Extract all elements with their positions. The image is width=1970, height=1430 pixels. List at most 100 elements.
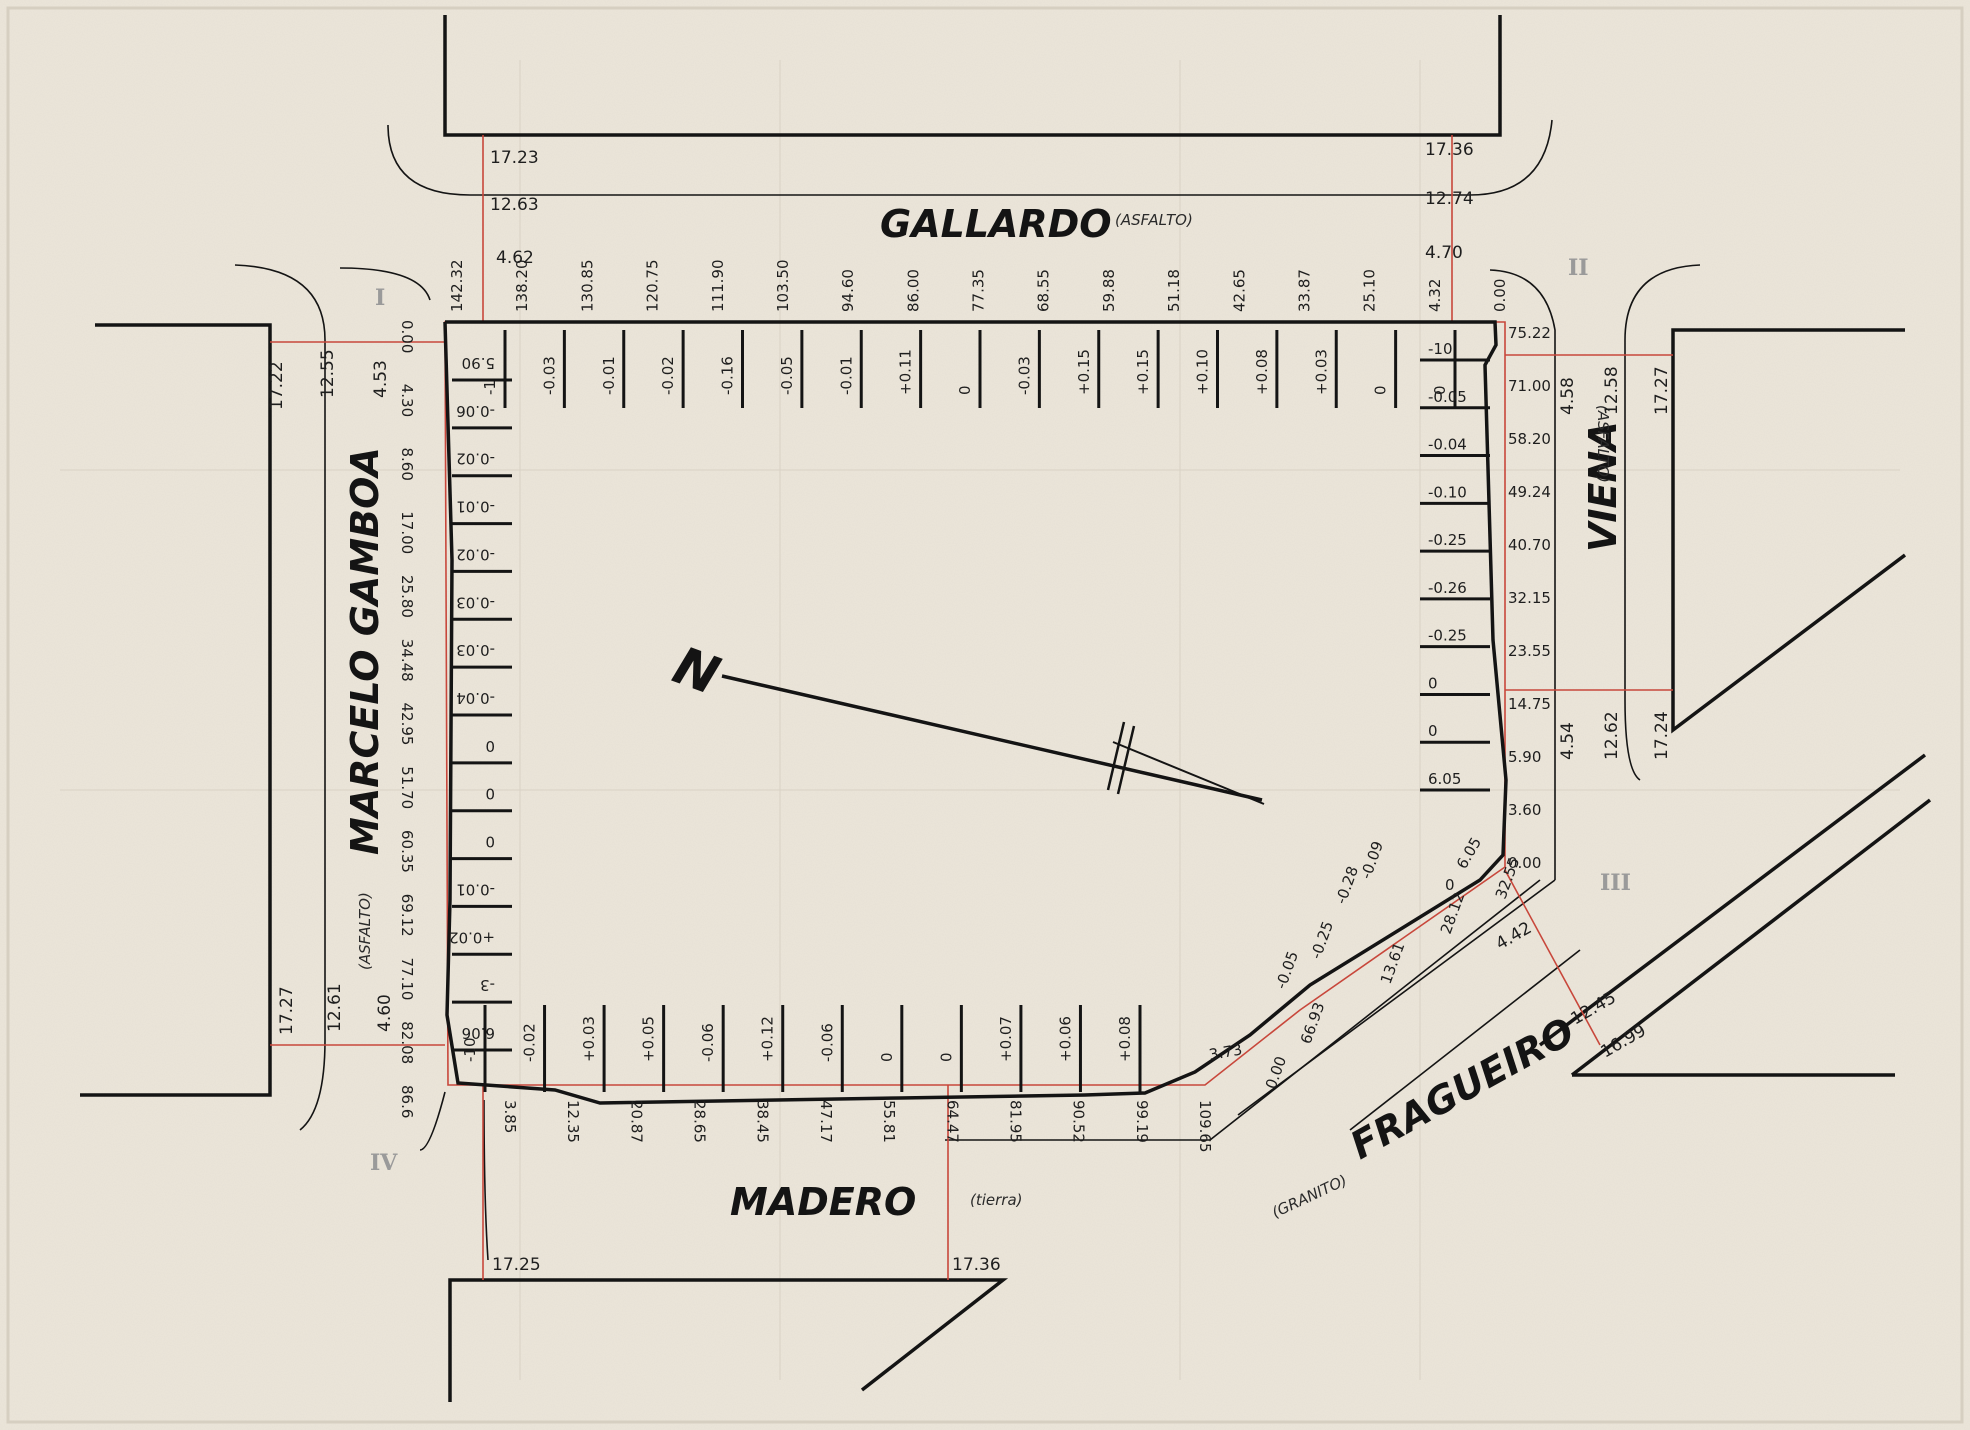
sidewalk-ne xyxy=(1489,269,1556,880)
curb-east xyxy=(1624,264,1701,781)
street-surface-gallardo: (ASFALTO) xyxy=(1115,211,1193,229)
street-surface-marcelo-gamboa: (ASFALTO) xyxy=(356,892,374,970)
block-north xyxy=(443,15,1502,137)
block-west xyxy=(80,323,272,1097)
width-right-top: 12.58 xyxy=(1602,366,1622,415)
top-chainage-label: 25.10 xyxy=(1361,269,1379,312)
top-level-label: -0.03 xyxy=(540,356,558,395)
right-level-label: -10 xyxy=(1428,340,1453,358)
street-name-gallardo: GALLARDO xyxy=(880,202,1112,246)
bottom-level-label: +0.06 xyxy=(1056,1016,1074,1062)
width-top-right: 12.74 xyxy=(1425,189,1474,209)
diagonal-label: 3.73 xyxy=(1208,1040,1244,1064)
top-level-label: 0 xyxy=(956,385,974,395)
top-level-label: -0.05 xyxy=(778,356,796,395)
right-chainage-label: 5.90 xyxy=(1508,748,1541,766)
top-chainage-label: 0.00 xyxy=(1491,279,1509,312)
bottom-chainage-label: 3.85 xyxy=(501,1100,519,1133)
left-chainage-label: 77.10 xyxy=(398,958,416,1001)
right-chainage-label: 14.75 xyxy=(1508,695,1551,713)
sidewalk-sw xyxy=(419,1091,446,1151)
curb-north xyxy=(387,119,1553,196)
sidewalk-lines xyxy=(339,267,1581,1151)
curbs xyxy=(234,119,1701,1261)
bottom-chainage-label: 109.65 xyxy=(1196,1100,1214,1153)
left-level-label: -0.01 xyxy=(456,498,495,516)
diagonal-label: 0 xyxy=(1445,876,1455,894)
left-level-label: 5.90 xyxy=(462,354,495,372)
right-chainage-label: 23.55 xyxy=(1508,642,1551,660)
right-chainage-label: 75.22 xyxy=(1508,324,1551,342)
block-south xyxy=(448,1278,1009,1402)
neighbor-blocks xyxy=(80,15,1932,1402)
width-left-top: 4.53 xyxy=(371,360,391,398)
corner-label-ii: II xyxy=(1568,255,1589,281)
bottom-level-label: +0.12 xyxy=(759,1016,777,1062)
width-bottom-left: 17.25 xyxy=(492,1255,541,1275)
top-level-label: +0.15 xyxy=(1134,349,1152,395)
bottom-level-label: +0.08 xyxy=(1116,1016,1134,1062)
width-top-right: 4.70 xyxy=(1425,243,1463,263)
right-level-label: -0.26 xyxy=(1428,579,1467,597)
left-level-label: -0.04 xyxy=(456,689,495,707)
left-chainage-label: 60.35 xyxy=(398,830,416,873)
right-chainage-label: 0.00 xyxy=(1508,854,1541,872)
bottom-level-label: -10 xyxy=(461,1038,479,1063)
width-right-bottom: 12.62 xyxy=(1602,711,1622,760)
left-chainage-label: 69.12 xyxy=(398,894,416,937)
street-name-viena: VIENA xyxy=(1581,421,1625,552)
top-chainage-label: 59.88 xyxy=(1100,269,1118,312)
left-level-label: -0.01 xyxy=(456,880,495,898)
top-chainage-label: 130.85 xyxy=(578,260,596,313)
top-chainage-label: 94.60 xyxy=(839,269,857,312)
left-chainage-label: 86.6 xyxy=(398,1085,416,1118)
paper-edge xyxy=(6,6,1964,1424)
bottom-level-label: -0.06 xyxy=(818,1023,836,1062)
top-chainage-label: 51.18 xyxy=(1165,269,1183,312)
bottom-chainage-label: 64.47 xyxy=(943,1100,961,1143)
width-left-top: 17.22 xyxy=(267,361,287,410)
width-left-bottom: 12.61 xyxy=(325,983,345,1032)
left-level-label: -0.02 xyxy=(456,450,495,468)
bottom-level-label: 0 xyxy=(937,1052,955,1062)
right-level-label: -0.25 xyxy=(1428,627,1467,645)
right-level-label: -0.10 xyxy=(1428,483,1467,501)
top-level-label: -0.02 xyxy=(659,356,677,395)
right-chainage-label: 32.15 xyxy=(1508,589,1551,607)
sidewalk-nw xyxy=(339,267,431,301)
width-left-top: 12.55 xyxy=(318,349,338,398)
street-name-marcelo-gamboa: MARCELO GAMBOA xyxy=(343,447,387,855)
left-level-label: 0 xyxy=(485,785,495,803)
bottom-chainage-label: 12.35 xyxy=(564,1100,582,1143)
block-southeast-diag2 xyxy=(1570,798,1932,1077)
right-chainage-label: 40.70 xyxy=(1508,536,1551,554)
top-level-label: +0.10 xyxy=(1194,349,1212,395)
background-grid xyxy=(60,60,1900,1380)
width-left-bottom: 17.27 xyxy=(277,986,297,1035)
top-level-label: -0.01 xyxy=(600,356,618,395)
top-level-label: +0.11 xyxy=(897,349,915,395)
bottom-level-label: +0.07 xyxy=(997,1016,1015,1062)
block-southeast-diag xyxy=(1538,753,1927,1047)
bottom-level-label: +0.03 xyxy=(580,1016,598,1062)
top-level-label: -0.03 xyxy=(1015,356,1033,395)
curb-southwest xyxy=(483,1099,489,1261)
bottom-chainage-label: 38.45 xyxy=(754,1100,772,1143)
left-level-label: 0 xyxy=(485,737,495,755)
top-chainage-label: 142.32 xyxy=(448,260,466,313)
sidewalk-se xyxy=(1237,879,1556,1116)
left-level-label: -0.06 xyxy=(456,402,495,420)
top-level-label: +0.08 xyxy=(1253,349,1271,395)
width-right-bottom: 17.24 xyxy=(1652,711,1672,760)
right-chainage-label: 3.60 xyxy=(1508,801,1541,819)
red-width-fragueiro xyxy=(1504,869,1601,1046)
width-top-right: 17.36 xyxy=(1425,140,1474,160)
right-chainage-label: 71.00 xyxy=(1508,377,1551,395)
top-level-label: +0.03 xyxy=(1312,349,1330,395)
street-surface-madero: (tierra) xyxy=(970,1191,1023,1209)
corner-label-i: I xyxy=(375,285,385,311)
top-chainage-label: 77.35 xyxy=(970,269,988,312)
